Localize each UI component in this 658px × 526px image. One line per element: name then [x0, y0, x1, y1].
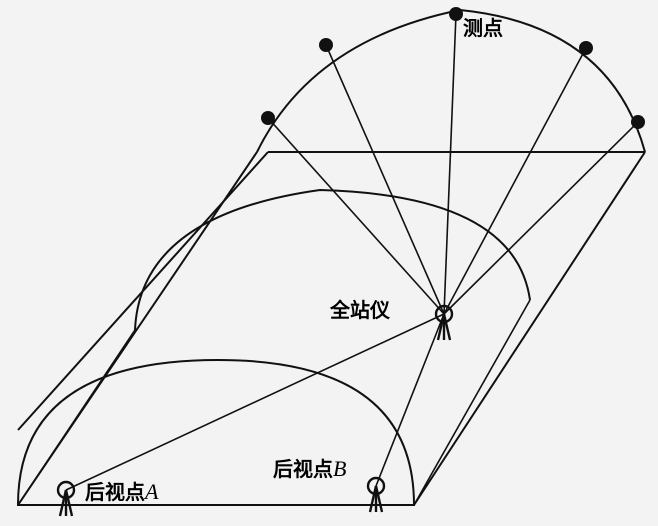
front-tunnel-arch	[16, 358, 416, 506]
depth-line-left	[17, 329, 136, 506]
middle-tunnel-arch	[134, 188, 531, 331]
backsight-b-icon	[366, 476, 386, 513]
right-wall-edge	[413, 151, 646, 506]
depth-line-right	[413, 299, 531, 506]
backsight-b-label: 后视点B	[273, 458, 346, 480]
left-wall-inner-edge	[17, 151, 269, 431]
backsight-a-text: 后视点	[85, 480, 145, 504]
sight-line-3	[443, 13, 457, 315]
backsight-b-letter: B	[333, 456, 347, 481]
backsight-a-letter: A	[145, 479, 159, 504]
backsight-a-label: 后视点A	[85, 481, 158, 503]
survey-point-1	[261, 111, 275, 125]
survey-point-label: 测点	[463, 16, 503, 40]
backsight-a-icon	[56, 480, 76, 517]
total-station-label: 全站仪	[330, 298, 390, 322]
total-station-icon	[434, 304, 454, 341]
survey-point-5	[631, 115, 645, 129]
backsight-b-text: 后视点	[273, 457, 333, 481]
survey-point-4	[579, 41, 593, 55]
sight-line-5	[443, 121, 639, 315]
backsight-line-b	[375, 313, 445, 487]
sight-line-1	[267, 117, 445, 315]
survey-point-2	[319, 38, 333, 52]
sight-line-2	[325, 44, 445, 315]
survey-point-3	[449, 7, 463, 21]
sight-line-4	[443, 47, 587, 315]
backsight-line-a	[65, 313, 445, 491]
